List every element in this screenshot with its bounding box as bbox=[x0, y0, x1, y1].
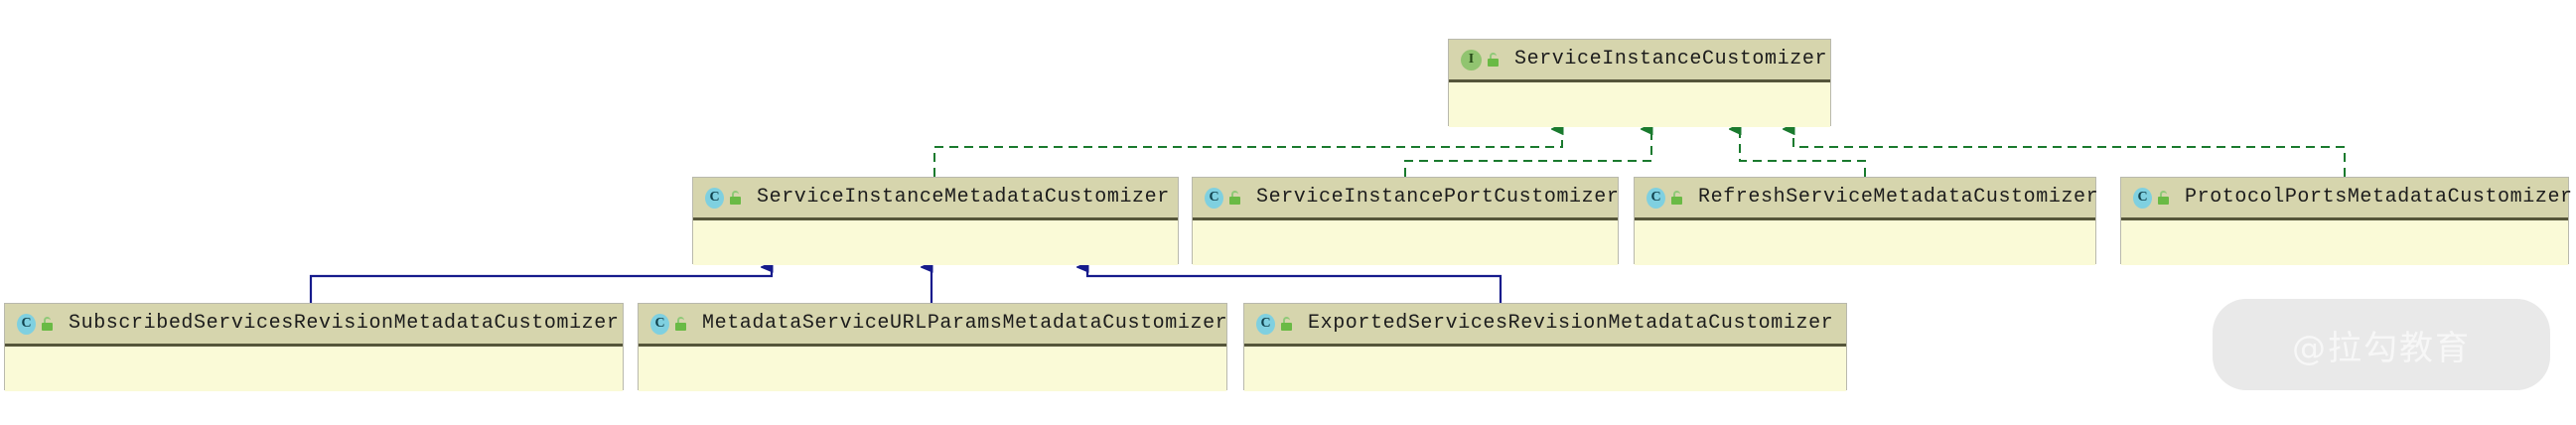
visibility-icon-group bbox=[669, 317, 688, 331]
padlock-body-icon bbox=[2158, 197, 2169, 205]
class-glyph-icon: C bbox=[2133, 187, 2152, 209]
uml-node-title: MetadataServiceURLParamsMetadataCustomiz… bbox=[702, 312, 1228, 335]
uml-node-header: C RefreshServiceMetadataCustomizer bbox=[1635, 178, 2099, 220]
class-marker-icon: C bbox=[17, 313, 36, 335]
uml-node-header: C MetadataServiceURLParamsMetadataCustomi… bbox=[639, 304, 1228, 347]
unlocked-padlock-icon bbox=[41, 317, 55, 331]
uml-node-members bbox=[1449, 82, 1830, 127]
padlock-body-icon bbox=[1229, 197, 1240, 205]
uml-node-title: ServiceInstanceCustomizer bbox=[1514, 48, 1828, 71]
watermark-logo: @拉勾教育 bbox=[2213, 299, 2550, 390]
padlock-shackle-icon bbox=[1231, 191, 1238, 198]
uml-node-header: C ServiceInstancePortCustomizer bbox=[1193, 178, 1620, 220]
uml-node-members bbox=[693, 220, 1178, 265]
uml-edge-realization bbox=[1404, 129, 1651, 177]
unlocked-padlock-icon bbox=[1280, 317, 1294, 331]
class-glyph-icon: C bbox=[1205, 187, 1223, 209]
uml-node-members bbox=[2121, 220, 2568, 265]
uml-node-header: C ServiceInstanceMetadataCustomizer bbox=[693, 178, 1178, 220]
uml-node-refresh-service-metadata-customizer[interactable]: C RefreshServiceMetadataCustomizer bbox=[1634, 177, 2099, 265]
uml-node-service-instance-customizer[interactable]: I ServiceInstanceCustomizer bbox=[1448, 39, 1831, 127]
uml-node-service-instance-port-customizer[interactable]: C ServiceInstancePortCustomizer bbox=[1192, 177, 1620, 265]
visibility-icon-group bbox=[1275, 317, 1294, 331]
uml-edge-realization bbox=[1793, 129, 2346, 177]
padlock-body-icon bbox=[675, 323, 686, 331]
class-marker-icon: C bbox=[705, 187, 724, 209]
class-marker-icon: C bbox=[1205, 187, 1223, 209]
uml-node-header: I ServiceInstanceCustomizer bbox=[1449, 40, 1830, 82]
visibility-icon-group bbox=[2152, 191, 2171, 205]
padlock-body-icon bbox=[1671, 197, 1682, 205]
uml-node-members bbox=[639, 347, 1226, 391]
class-glyph-icon: C bbox=[705, 187, 724, 209]
class-marker-icon: C bbox=[2133, 187, 2152, 209]
unlocked-padlock-icon bbox=[1228, 191, 1242, 205]
class-glyph-icon: C bbox=[1646, 187, 1665, 209]
uml-node-metadata-service-url-params-metadata-customizer[interactable]: C MetadataServiceURLParamsMetadataCustomi… bbox=[638, 303, 1228, 391]
padlock-shackle-icon bbox=[732, 191, 739, 198]
class-marker-icon: C bbox=[1256, 313, 1275, 335]
visibility-icon-group bbox=[36, 317, 55, 331]
unlocked-padlock-icon bbox=[1487, 53, 1501, 67]
uml-node-protocol-ports-metadata-customizer[interactable]: C ProtocolPortsMetadataCustomizer bbox=[2120, 177, 2572, 265]
padlock-body-icon bbox=[1281, 323, 1292, 331]
uml-node-title: ExportedServicesRevisionMetadataCustomiz… bbox=[1308, 312, 1834, 335]
uml-node-title: ProtocolPortsMetadataCustomizer bbox=[2185, 186, 2573, 209]
uml-node-header: C ExportedServicesRevisionMetadataCustomi… bbox=[1244, 304, 1846, 347]
uml-node-members bbox=[1635, 220, 2095, 265]
uml-node-title: SubscribedServicesRevisionMetadataCustom… bbox=[69, 312, 620, 335]
padlock-shackle-icon bbox=[1283, 317, 1290, 324]
visibility-icon-group bbox=[1665, 191, 1684, 205]
visibility-icon-group bbox=[1223, 191, 1242, 205]
class-glyph-icon: C bbox=[1256, 313, 1275, 335]
uml-node-exported-services-revision-metadata-customizer[interactable]: C ExportedServicesRevisionMetadataCustomi… bbox=[1243, 303, 1847, 391]
class-marker-icon: C bbox=[650, 313, 669, 335]
padlock-body-icon bbox=[42, 323, 53, 331]
padlock-body-icon bbox=[730, 197, 741, 205]
padlock-shackle-icon bbox=[1673, 191, 1680, 198]
uml-edge-realization bbox=[1740, 129, 1866, 177]
class-glyph-icon: C bbox=[650, 313, 669, 335]
class-glyph-icon: C bbox=[17, 313, 36, 335]
padlock-shackle-icon bbox=[677, 317, 684, 324]
interface-marker-icon: I bbox=[1461, 49, 1482, 71]
uml-edge-generalization bbox=[1087, 267, 1503, 303]
unlocked-padlock-icon bbox=[2157, 191, 2171, 205]
visibility-icon-group bbox=[1482, 53, 1501, 67]
uml-node-header: C SubscribedServicesRevisionMetadataCusto… bbox=[5, 304, 623, 347]
uml-node-service-instance-metadata-customizer[interactable]: C ServiceInstanceMetadataCustomizer bbox=[692, 177, 1179, 265]
unlocked-padlock-icon bbox=[729, 191, 743, 205]
padlock-shackle-icon bbox=[1490, 53, 1497, 60]
visibility-icon-group bbox=[724, 191, 743, 205]
padlock-shackle-icon bbox=[44, 317, 51, 324]
uml-node-members bbox=[1244, 347, 1846, 391]
uml-edge-realization bbox=[933, 129, 1562, 177]
padlock-shackle-icon bbox=[2160, 191, 2167, 198]
uml-node-members bbox=[5, 347, 623, 391]
uml-node-title: ServiceInstanceMetadataCustomizer bbox=[757, 186, 1170, 209]
uml-node-title: ServiceInstancePortCustomizer bbox=[1256, 186, 1620, 209]
uml-node-title: RefreshServiceMetadataCustomizer bbox=[1698, 186, 2099, 209]
uml-node-members bbox=[1193, 220, 1618, 265]
padlock-body-icon bbox=[1488, 59, 1499, 67]
uml-node-subscribed-services-revision-metadata-customizer[interactable]: C SubscribedServicesRevisionMetadataCusto… bbox=[4, 303, 624, 391]
uml-node-header: C ProtocolPortsMetadataCustomizer bbox=[2121, 178, 2572, 220]
unlocked-padlock-icon bbox=[674, 317, 688, 331]
interface-glyph-icon: I bbox=[1461, 49, 1482, 71]
class-marker-icon: C bbox=[1646, 187, 1665, 209]
uml-edge-generalization bbox=[309, 267, 772, 303]
unlocked-padlock-icon bbox=[1670, 191, 1684, 205]
